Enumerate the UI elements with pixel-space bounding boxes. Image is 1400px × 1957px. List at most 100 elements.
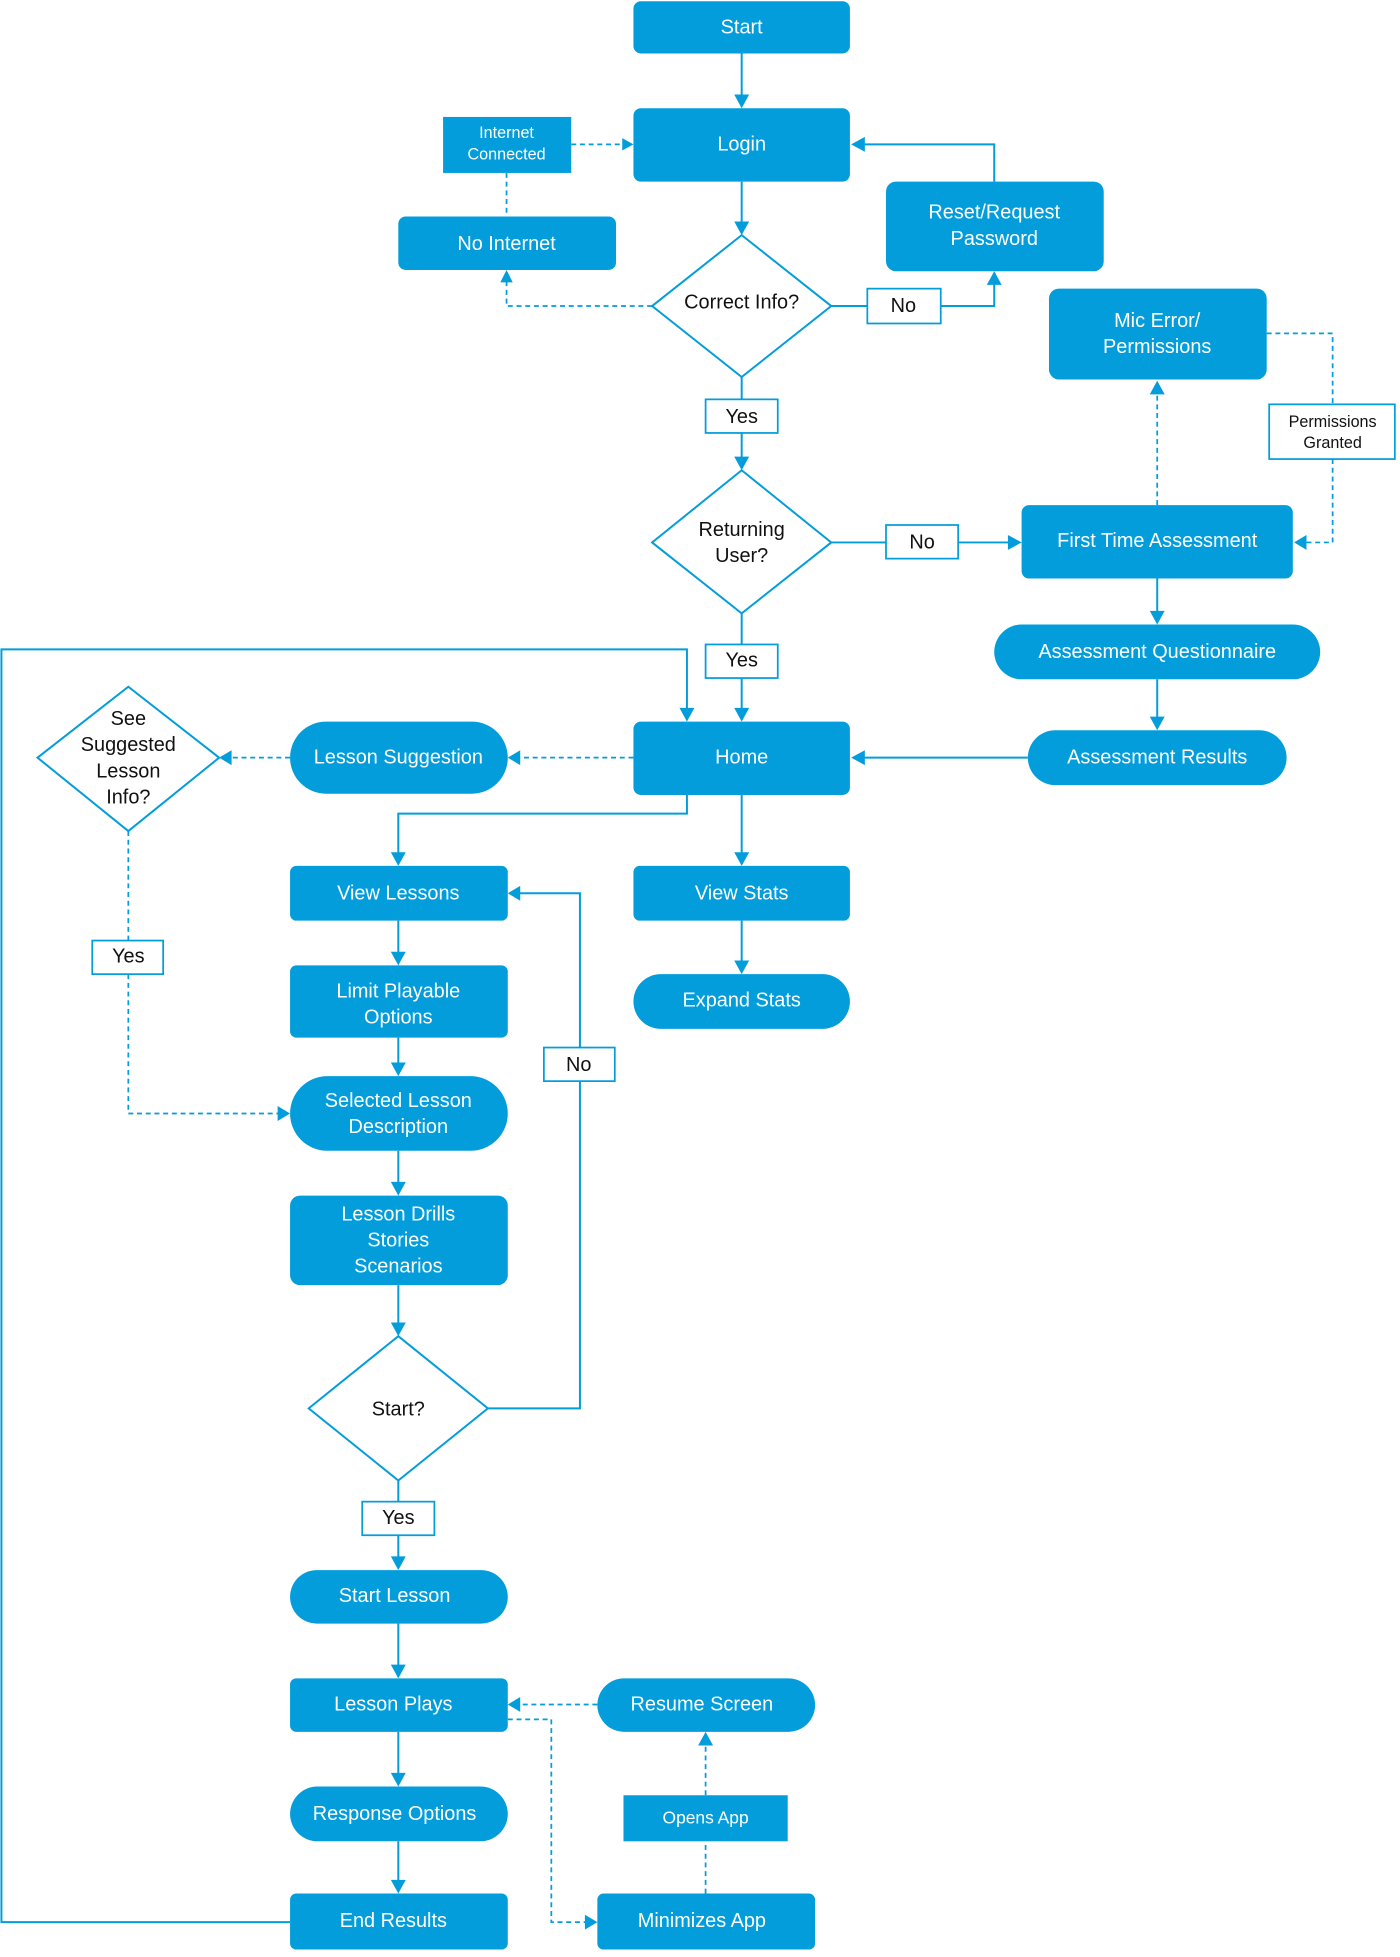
reset-password-line-2: Password [951,228,1038,250]
arrowhead [390,852,406,866]
arrowhead [734,960,750,975]
arrowhead [390,1879,406,1894]
edge-plays-minimizes [507,1718,588,1924]
decision-see-suggested[interactable]: See Suggested Lesson Info? [35,685,221,833]
arrowhead [390,1322,406,1337]
node-start-label: Start [721,16,763,38]
decision-returning-user[interactable]: Returning User? [650,468,833,615]
arrowhead [277,1106,291,1121]
node-login-label: Login [717,133,766,155]
arrowhead [851,750,865,766]
resume-screen-label: Resume Screen [631,1693,774,1715]
decision-correct-info[interactable]: Correct Info? [650,233,833,379]
node-lesson-drills[interactable]: Lesson Drills Stories Scenarios [290,1195,508,1286]
edge-label-returning-no: No [885,524,960,560]
node-start[interactable]: Start [633,1,850,54]
arrowhead [1294,534,1307,550]
node-internet-connected[interactable]: Internet Connected [443,116,572,173]
edge-label-start-yes: Yes [361,1500,436,1537]
edge-label-text: Yes [382,1507,415,1529]
see-suggested-line-4: Info? [106,786,150,808]
edge-no-reset [940,279,996,308]
node-first-time-assessment[interactable]: First Time Assessment [1021,505,1293,579]
node-limit-playable[interactable]: Limit Playable Options [290,965,508,1038]
edge-no-viewlessons [517,892,581,1048]
edge-reset-login [861,143,996,182]
selected-lesson-line-1: Selected Lesson [325,1090,472,1112]
reset-password-line-1: Reset/Request [928,202,1060,224]
arrowhead [219,750,232,766]
view-lessons-label: View Lessons [337,882,459,904]
node-response-options[interactable]: Response Options [290,1786,508,1842]
end-results-label: End Results [340,1910,447,1932]
node-expand-stats[interactable]: Expand Stats [633,974,850,1029]
node-no-internet[interactable]: No Internet [398,216,617,270]
arrowhead [734,852,750,866]
node-view-stats[interactable]: View Stats [633,865,850,921]
arrowhead [500,269,513,283]
edge-correct-nointernet [505,278,653,307]
node-reset-password[interactable]: Reset/Request Password [885,181,1104,272]
assessment-results-label: Assessment Results [1067,747,1247,769]
node-end-results[interactable]: End Results [290,1893,508,1950]
edge-label-text: No [909,531,934,553]
permissions-granted-line-2: Granted [1303,434,1361,452]
decision-start[interactable]: Start? [307,1334,490,1482]
expand-stats-label: Expand Stats [683,989,801,1011]
arrowhead [507,1696,521,1712]
node-selected-lesson[interactable]: Selected Lesson Description [290,1076,508,1151]
node-home[interactable]: Home [633,721,850,795]
arrowhead [390,1664,406,1679]
arrowhead [734,94,750,109]
edge-permissions-firsttime [1304,459,1334,544]
node-mic-error[interactable]: Mic Error/ Permissions [1048,288,1267,380]
opens-app-label: Opens App [663,1808,749,1828]
lesson-suggestion-label: Lesson Suggestion [314,747,483,769]
returning-user-line-2: User? [715,545,768,567]
node-no-internet-label: No Internet [457,233,556,255]
arrowhead [1149,716,1165,731]
edge-label-start-no: No [542,1046,616,1083]
minimizes-app-label: Minimizes App [638,1910,766,1932]
arrowhead [679,707,695,722]
node-login[interactable]: Login [633,108,850,182]
arrowhead [622,138,634,151]
arrowhead [390,1556,406,1571]
lesson-drills-line-3: Scenarios [354,1256,443,1278]
edge-label-returning-yes: Yes [704,643,779,679]
arrowhead [851,136,865,152]
connectors [0,53,1334,1930]
node-view-lessons[interactable]: View Lessons [290,865,508,921]
arrowhead [584,1914,598,1930]
edge-mic-permissions [1266,332,1334,405]
edge-endresults-home-loop [0,648,688,1924]
edge-label-correct-yes: Yes [704,398,779,434]
view-stats-label: View Stats [695,882,789,904]
internet-connected-line-2: Connected [467,145,545,163]
edge-home-viewlessons [397,794,688,858]
node-lesson-plays[interactable]: Lesson Plays [290,1678,508,1732]
node-assessment-questionnaire[interactable]: Assessment Questionnaire [994,624,1321,680]
edge-startq-no [487,1081,581,1410]
edge-label-text: Yes [112,946,145,968]
edge-label-text: No [566,1054,591,1076]
node-start-lesson[interactable]: Start Lesson [290,1570,508,1624]
node-minimizes-app[interactable]: Minimizes App [597,1893,816,1950]
returning-user-line-1: Returning [699,519,785,541]
arrowhead [1149,380,1165,395]
edge-label-text: No [891,295,916,317]
arrowhead [507,750,521,766]
limit-playable-line-1: Limit Playable [336,981,460,1003]
see-suggested-line-1: See [111,708,146,730]
see-suggested-line-2: Suggested [81,734,176,756]
edge-label-correct-no: No [866,287,942,325]
node-opens-app[interactable]: Opens App [623,1795,788,1842]
edge-yes-selected [127,974,281,1115]
node-resume-screen[interactable]: Resume Screen [597,1678,816,1732]
node-lesson-suggestion[interactable]: Lesson Suggestion [290,721,508,794]
node-assessment-results[interactable]: Assessment Results [1027,730,1287,786]
assessment-questionnaire-label: Assessment Questionnaire [1038,641,1276,663]
see-suggested-line-3: Lesson [96,760,160,782]
response-options-label: Response Options [313,1803,477,1825]
